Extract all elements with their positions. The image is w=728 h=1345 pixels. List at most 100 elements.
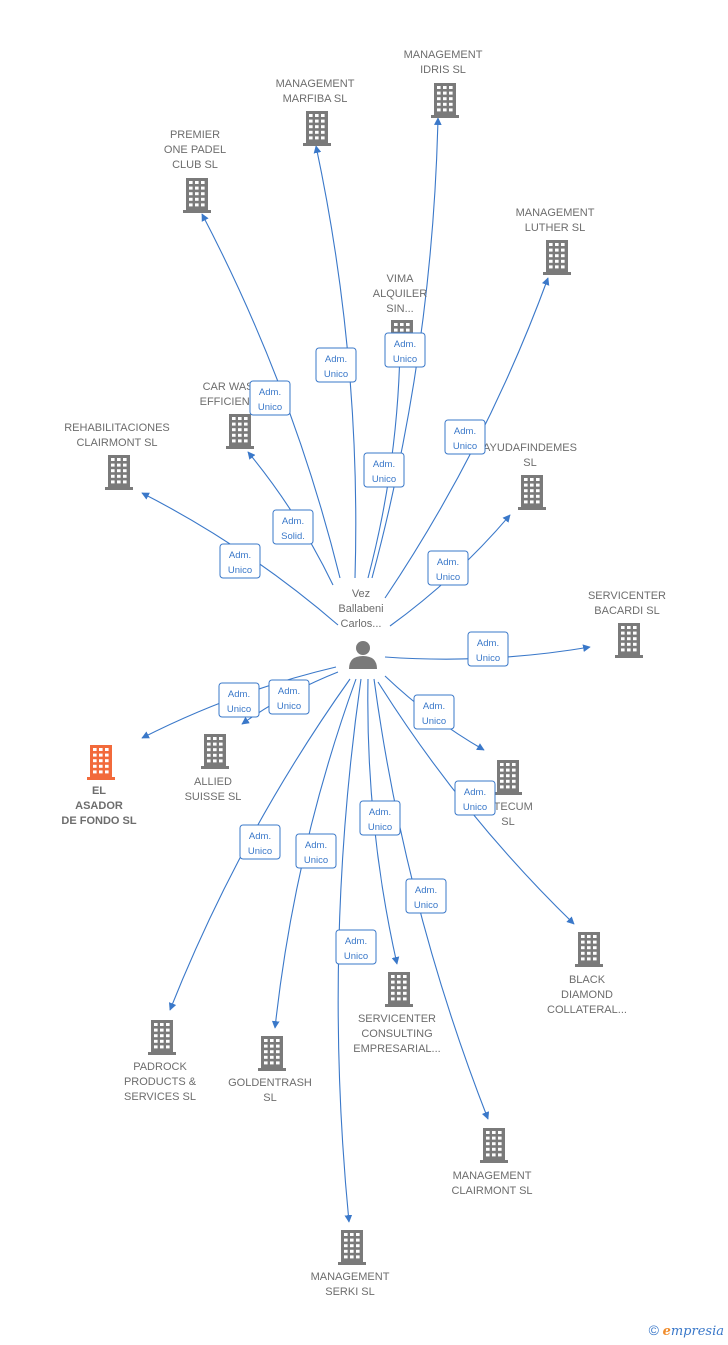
company-label-line: MANAGEMENT (453, 1170, 532, 1182)
company-label-line: VIMA (387, 273, 415, 285)
building-icon[interactable] (385, 972, 413, 1007)
edge-role-badge[interactable]: Adm.Unico (249, 380, 291, 416)
edge-role-badge[interactable]: Adm.Unico (219, 543, 261, 579)
company-label-line: ASADOR (75, 800, 123, 812)
company-label-line: CONSULTING (361, 1028, 432, 1040)
edge-role-label-line: Unico (324, 369, 348, 380)
edge-role-label-line: Adm. (423, 701, 445, 712)
edge-role-label-line: Unico (258, 402, 282, 413)
building-icon[interactable] (148, 1020, 176, 1055)
edge-role-label: Adm. Unico (436, 557, 460, 583)
building-icon[interactable] (494, 760, 522, 795)
edge-role-badge[interactable]: Adm. Unico (413, 694, 455, 730)
edge-role-badge[interactable]: Adm.Unico (335, 929, 377, 965)
company-label-line: SL (523, 457, 536, 469)
company-label: SERVICENTER CONSULTING EMPRESARIAL... (353, 1013, 440, 1055)
edge-role-label-line: Adm. (415, 885, 437, 896)
edge-role-badge[interactable]: Adm.Unico (405, 878, 447, 914)
building-icon[interactable] (87, 745, 115, 780)
building-icon[interactable] (105, 455, 133, 490)
building-icon[interactable] (575, 932, 603, 967)
person-icon[interactable] (349, 641, 377, 669)
building-icon[interactable] (518, 475, 546, 510)
company-label-line: EMPRESARIAL... (353, 1043, 440, 1055)
company-node-management-luther[interactable]: MANAGEMENT LUTHER SL (516, 207, 595, 275)
empresia-brand[interactable]: © empresia (649, 1322, 724, 1339)
building-icon[interactable] (183, 178, 211, 213)
edge-role-label-line: Unico (463, 802, 487, 813)
edge-role-badge[interactable]: Adm.Unico (384, 332, 426, 368)
building-icon[interactable] (258, 1036, 286, 1071)
company-node-management-idris[interactable]: MANAGEMENT IDRIS SL (404, 49, 483, 118)
edge-role-badge[interactable]: Adm.Unico (467, 631, 509, 667)
company-label-line: SERVICENTER (358, 1013, 436, 1025)
building-icon[interactable] (303, 111, 331, 146)
edge-role-label-line: Adm. (437, 557, 459, 568)
company-label-line: IDRIS SL (420, 64, 466, 76)
edge-role-label-line: Adm. (454, 426, 476, 437)
edge-role-label-line: Unico (304, 855, 328, 866)
building-icon[interactable] (615, 623, 643, 658)
edge-role-badge[interactable]: Adm.Unico (218, 682, 260, 718)
edge-role-badge[interactable]: Adm.Unico (363, 452, 405, 488)
edge-role-label-line: Unico (436, 572, 460, 583)
edge-role-label-line: Adm. (325, 354, 347, 365)
company-label-line: MANAGEMENT (516, 207, 595, 219)
company-label-line: COLLATERAL... (547, 1004, 627, 1016)
building-icon[interactable] (201, 734, 229, 769)
edge-role-label-line: Unico (368, 822, 392, 833)
company-label-line: ALQUILER (373, 288, 427, 300)
edge-role-badge[interactable]: Adm.Unico (239, 824, 281, 860)
building-icon[interactable] (338, 1230, 366, 1265)
company-label-line: SUISSE SL (185, 791, 242, 803)
edge-role-badge[interactable]: Adm.Unico (295, 833, 337, 869)
edge-role-badge[interactable]: Adm. Unico (427, 550, 469, 586)
edge-role-badge[interactable]: Adm.Unico (268, 679, 310, 715)
company-label: MANAGEMENT IDRIS SL (404, 49, 483, 76)
edge-role-label: Adm.Unico (393, 339, 417, 365)
edge-role-label-line: Adm. (345, 936, 367, 947)
edge-role-label: Adm.Unico (453, 426, 477, 452)
edge-role-label-line: Unico (422, 716, 446, 727)
company-label-line: MANAGEMENT (404, 49, 483, 61)
edge-role-label: Adm. Unico (422, 701, 446, 727)
company-label-line: DE FONDO SL (61, 815, 136, 827)
edge-role-label: Adm. Unico (324, 354, 348, 380)
company-label-line: GOLDENTRASH (228, 1077, 312, 1089)
edge-role-label-line: Adm. (228, 689, 250, 700)
edge-role-badge[interactable]: Adm.Unico (444, 419, 486, 455)
company-node-servicenter-consulting[interactable]: SERVICENTER CONSULTING EMPRESARIAL... (353, 972, 441, 1055)
building-icon[interactable] (480, 1128, 508, 1163)
building-icon[interactable] (543, 240, 571, 275)
company-label-line: MANAGEMENT (311, 1271, 390, 1283)
company-label-line: EL (92, 785, 106, 797)
company-label-line: BLACK (569, 974, 606, 986)
edge-role-badge[interactable]: Adm.Solid. (272, 509, 314, 545)
company-label-line: LUTHER SL (525, 222, 586, 234)
edge-role-badge[interactable]: Adm. Unico (315, 347, 357, 383)
building-icon[interactable] (431, 83, 459, 118)
edge-role-badge[interactable]: Adm.Unico (359, 800, 401, 836)
edge-role-label-line: Adm. (477, 638, 499, 649)
company-node-el-asador-de-fondo[interactable]: EL ASADOR DE FONDO SL (61, 745, 137, 827)
edge-role-label: Adm.Unico (368, 807, 392, 833)
building-icon[interactable] (226, 414, 254, 449)
edge-role-badge[interactable]: Adm.Unico (454, 780, 496, 816)
